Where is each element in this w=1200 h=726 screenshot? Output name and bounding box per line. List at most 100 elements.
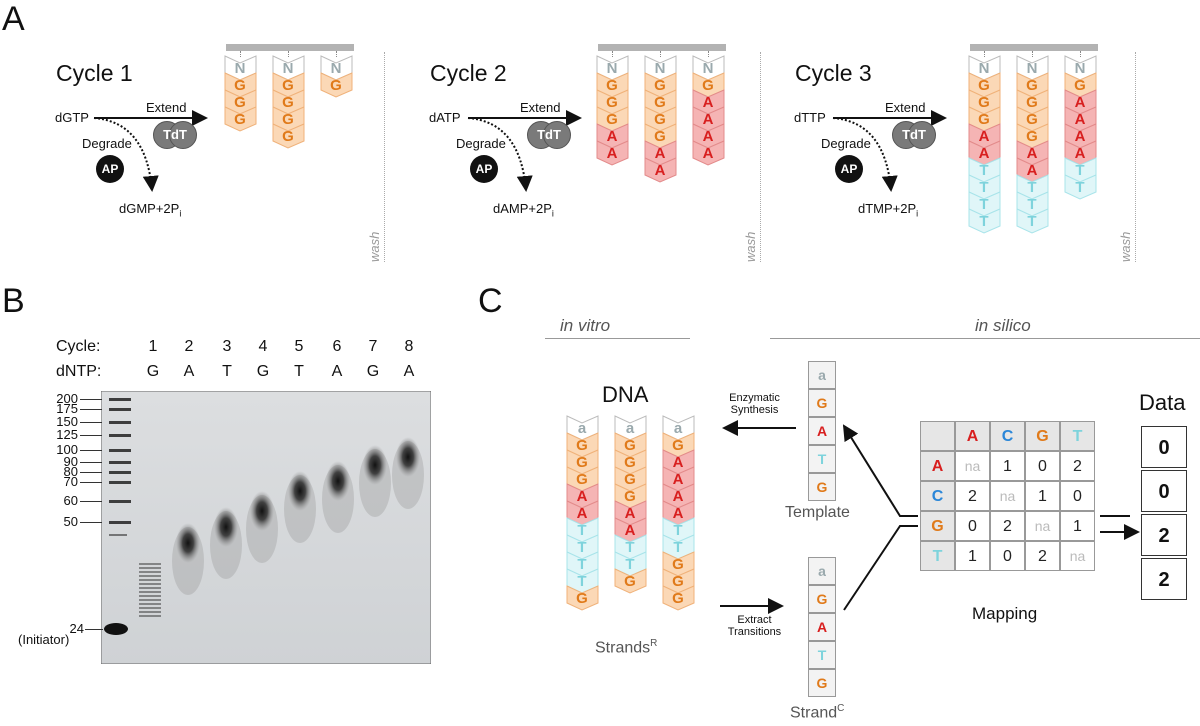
base-letter: G — [282, 128, 294, 145]
gel-dntp-header: dNTP: — [56, 363, 102, 380]
tdt-label: TdT — [163, 127, 187, 142]
base-letter: a — [674, 420, 683, 437]
lane1-band — [139, 567, 161, 569]
lane-band — [326, 461, 350, 501]
base-letter: a — [626, 420, 635, 437]
base-letter: N — [283, 60, 294, 77]
mapping-cell: 2 — [1025, 541, 1060, 571]
ladder-band — [109, 500, 131, 503]
gel-dntp-letter: A — [183, 363, 195, 380]
tdt-enzyme: TdT — [153, 121, 197, 149]
mapping-cell: 1 — [1060, 511, 1095, 541]
degrade-arrow — [832, 117, 898, 192]
cycle-arrows — [832, 110, 947, 192]
mapping-cell: na — [1025, 511, 1060, 541]
panel-label-c: C — [478, 282, 503, 320]
template-base: G — [808, 389, 836, 417]
base-letter: G — [672, 573, 684, 590]
degrade-label: Degrade — [456, 136, 506, 151]
base-letter: G — [978, 111, 990, 128]
base-letter: G — [1026, 77, 1038, 94]
gel-dntp-letter: G — [256, 363, 270, 380]
mapping-cell: 1 — [990, 451, 1025, 481]
ladder-size: 175 — [56, 401, 78, 416]
strand-connector — [843, 525, 918, 611]
enzymatic-line1: Enzymatic — [729, 392, 780, 404]
strand-c-base: A — [808, 613, 836, 641]
tdt-label: TdT — [902, 127, 926, 142]
strand-c-label-text: Strand — [790, 704, 838, 722]
base-letter: T — [1027, 213, 1036, 230]
product-label: dAMP+2Pi — [493, 201, 554, 219]
wash-divider — [1135, 52, 1136, 262]
base-letter: N — [979, 60, 990, 77]
support-bar — [226, 44, 354, 51]
base-cell — [968, 208, 1001, 234]
mapping-cell: na — [1060, 541, 1095, 571]
degrade-arrow — [467, 117, 533, 192]
base-letter: G — [282, 111, 294, 128]
base-letter: A — [703, 145, 714, 162]
base-letter: A — [673, 488, 684, 505]
base-letter: T — [673, 539, 682, 556]
base-letter: G — [1074, 77, 1086, 94]
lane1-band — [139, 603, 161, 605]
base-letter: A — [703, 94, 714, 111]
strands-r-label-text: Strands — [595, 639, 651, 657]
mapping-cell: na — [990, 481, 1025, 511]
base-letter: A — [577, 488, 588, 505]
base-cell — [596, 140, 629, 166]
support-bar — [598, 44, 726, 51]
gel-image — [100, 390, 432, 665]
base-letter: A — [1027, 162, 1038, 179]
ladder-band — [109, 461, 131, 464]
base-cell — [224, 106, 257, 132]
strand-c-base: G — [808, 585, 836, 613]
enzyme-blob-2 — [908, 121, 936, 149]
template-base: A — [808, 417, 836, 445]
template-label: Template — [785, 504, 850, 521]
base-letter: G — [654, 94, 666, 111]
extend-label: Extend — [146, 100, 187, 115]
lane1-band — [139, 563, 161, 565]
base-cell — [662, 585, 695, 611]
ladder-band — [109, 434, 131, 437]
base-letter: G — [624, 488, 636, 505]
base-letter: G — [234, 111, 246, 128]
panel-label-a: A — [2, 0, 25, 38]
data-value: 2 — [1141, 514, 1187, 556]
gel-dntp-letter: G — [366, 363, 380, 380]
base-letter: T — [577, 573, 586, 590]
gel-dntp-letter: T — [294, 363, 304, 380]
strand-c-base: a — [808, 557, 836, 585]
mapping-cell: 1 — [955, 541, 990, 571]
mapping-col-header: A — [955, 421, 990, 451]
product-text: dGMP+2P — [119, 201, 180, 216]
mapping-row-header: T — [920, 541, 955, 571]
gel-dntp-letter: G — [146, 363, 160, 380]
lane-band — [288, 471, 312, 511]
initiator-label: (Initiator) — [18, 632, 70, 647]
base-letter: N — [655, 60, 666, 77]
base-letter: G — [606, 94, 618, 111]
lane-band — [250, 491, 274, 531]
enzyme-blob-2 — [169, 121, 197, 149]
in-vitro-header: in vitro — [560, 316, 611, 335]
base-letter: A — [607, 128, 618, 145]
linker — [1080, 51, 1081, 57]
base-letter: G — [330, 77, 342, 94]
mapping-cell: 0 — [955, 511, 990, 541]
in-vitro-rule — [545, 338, 690, 339]
linker — [1032, 51, 1033, 57]
gel-cycle-header: Cycle: — [56, 338, 101, 355]
base-letter: G — [606, 77, 618, 94]
base-letter: G — [702, 77, 714, 94]
strand-c-base: G — [808, 669, 836, 697]
base-letter: T — [1027, 179, 1036, 196]
ladder-band — [109, 421, 131, 424]
lane1-band — [139, 607, 161, 609]
extract-label: Extract Transitions — [712, 614, 797, 638]
base-letter: G — [654, 128, 666, 145]
base-letter: G — [282, 77, 294, 94]
template-base: T — [808, 445, 836, 473]
